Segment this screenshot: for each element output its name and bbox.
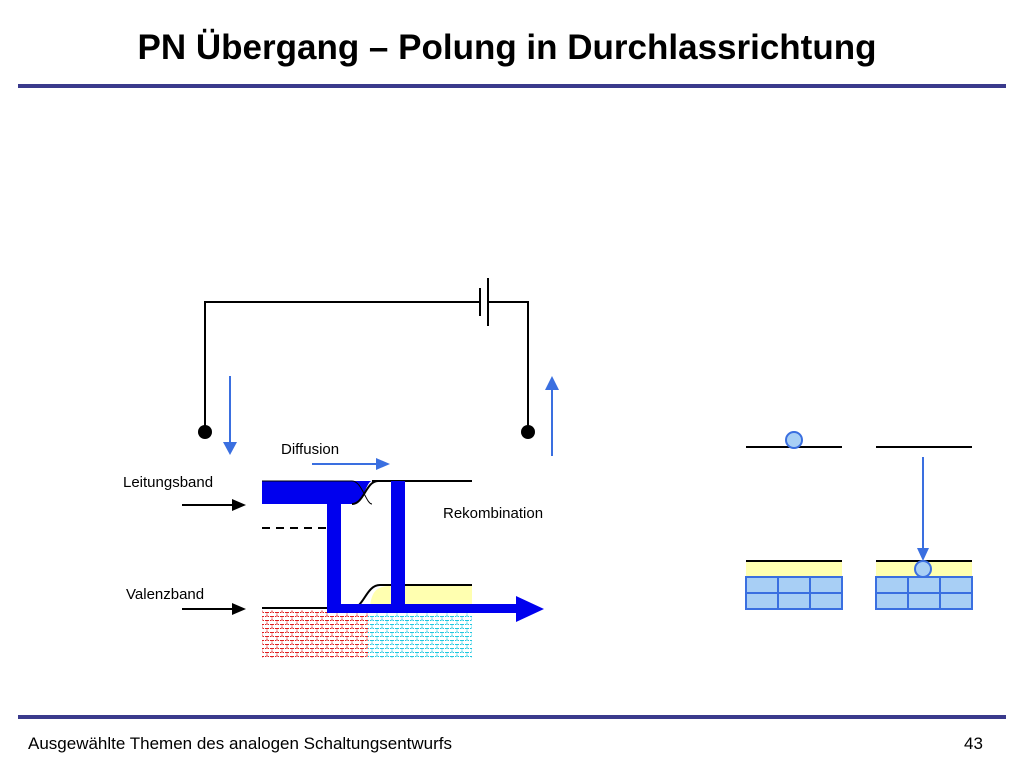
page-number: 43 — [964, 734, 983, 753]
conduction-band-curve — [351, 480, 379, 505]
bottom-divider — [18, 715, 1006, 719]
right-terminal — [521, 425, 535, 439]
electron-drop-arrow-icon — [917, 457, 929, 561]
recombination-path-right — [391, 481, 405, 610]
conduction-band-line — [262, 480, 373, 505]
n-region-hatch — [368, 610, 472, 658]
circuit-wire — [204, 301, 529, 432]
current-up-arrow-icon — [545, 376, 559, 456]
current-down-arrow-icon — [223, 376, 237, 455]
top-divider — [18, 84, 1006, 88]
electron-icon — [785, 431, 803, 449]
battery-icon — [479, 278, 489, 326]
recombination-before-diagram — [745, 431, 843, 610]
footer-text: Ausgewählte Themen des analogen Schaltun… — [28, 734, 453, 753]
recombination-label: Rekombination — [443, 505, 543, 522]
electron-icon — [914, 560, 932, 578]
diffusion-label: Diffusion — [281, 441, 339, 458]
valence-band-label: Valenzband — [126, 586, 204, 603]
recombination-path-left — [327, 502, 341, 610]
page-title: PN Übergang – Polung in Durchlassrichtun… — [137, 28, 877, 67]
conduction-band-electrons — [262, 481, 372, 504]
recombination-after-diagram — [875, 446, 973, 610]
conduction-band-label: Leitungsband — [123, 474, 213, 491]
valence-grid — [875, 576, 973, 610]
left-terminal — [198, 425, 212, 439]
valence-grid — [745, 576, 843, 610]
p-region-hatch — [262, 610, 368, 658]
valence-band-fill — [370, 586, 472, 606]
valence-band-pointer-arrow-icon — [182, 603, 246, 615]
hole-current-arrow-icon — [327, 596, 544, 622]
diffusion-arrow-icon — [312, 458, 390, 470]
conduction-band-pointer-arrow-icon — [182, 499, 246, 511]
